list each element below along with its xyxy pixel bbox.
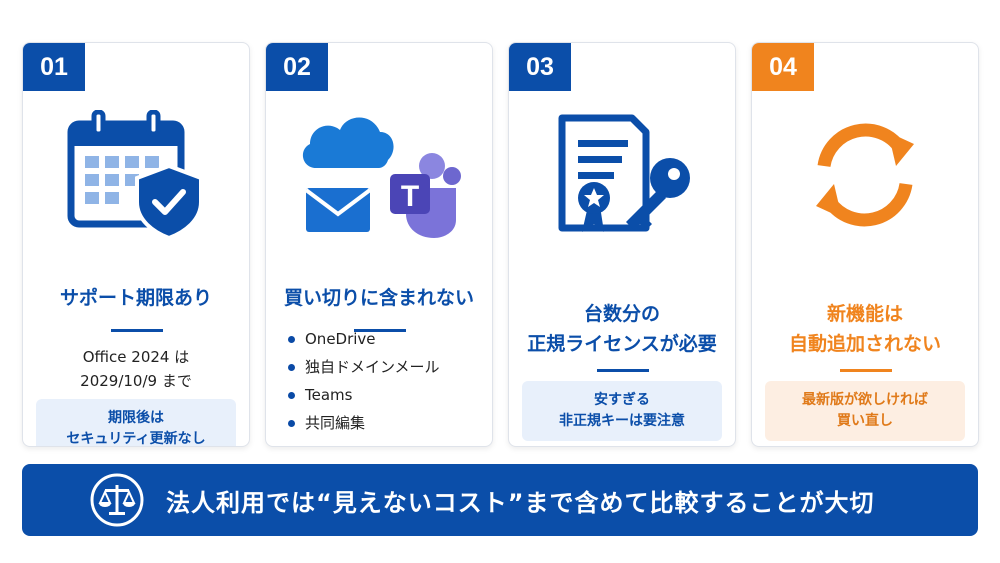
- svg-text:T: T: [401, 180, 419, 213]
- note-line: 非正規キーは要注意: [559, 413, 685, 429]
- summary-banner: 法人利用では“見えないコスト”まで含めて比較することが大切: [22, 464, 978, 536]
- refresh-icon: [752, 105, 978, 245]
- bullet-list: OneDrive 独自ドメインメール Teams 共同編集: [288, 325, 440, 437]
- note-box: 安すぎる 非正規キーは要注意: [522, 381, 722, 441]
- bullet-dot: [288, 363, 295, 371]
- bullet-dot: [288, 419, 295, 427]
- note-box: 最新版が欲しければ 買い直し: [765, 381, 965, 441]
- card-number-badge: 02: [266, 43, 328, 91]
- note-line: 安すぎる: [594, 392, 650, 408]
- title-underline: [597, 369, 649, 372]
- note-box: 期限後は セキュリティ更新なし: [36, 399, 236, 447]
- title-line: 正規ライセンスが必要: [527, 333, 717, 355]
- note-line: 期限後は: [108, 410, 164, 426]
- list-item: Teams: [288, 381, 440, 409]
- note-line: 最新版が欲しければ: [802, 392, 928, 408]
- list-item-label: OneDrive: [305, 330, 376, 348]
- note-line: 買い直し: [837, 413, 893, 429]
- scales-icon: [90, 473, 144, 527]
- title-underline: [354, 329, 406, 332]
- card-body: Office 2024 は 2029/10/9 まで: [23, 345, 249, 393]
- certificate-key-icon: [509, 105, 735, 245]
- title-line: 台数分の: [583, 303, 660, 325]
- list-item-label: Teams: [305, 386, 353, 404]
- list-item: OneDrive: [288, 325, 440, 353]
- card-title: 買い切りに含まれない: [283, 287, 474, 309]
- card-number-badge: 03: [509, 43, 571, 91]
- bullet-dot: [288, 335, 295, 343]
- calendar-shield-icon: [23, 105, 249, 245]
- title-underline: [840, 369, 892, 372]
- card-support-period: 01 サポート期限あり Office 2024 は 2029/10/9 まで 期…: [22, 42, 250, 447]
- card-number-badge: 04: [752, 43, 814, 91]
- card-new-features: 04 新機能は 自動追加されない 最新版が欲しければ 買い直し: [751, 42, 979, 447]
- list-item: 独自ドメインメール: [288, 353, 440, 381]
- title-underline: [111, 329, 163, 332]
- body-line: 2029/10/9 まで: [80, 372, 192, 390]
- title-line: 新機能は: [826, 303, 903, 325]
- title-line: 自動追加されない: [788, 333, 941, 355]
- list-item-label: 共同編集: [305, 414, 366, 432]
- cloud-mail-teams-icon: T: [266, 105, 492, 245]
- card-title: 台数分の 正規ライセンスが必要: [509, 299, 735, 359]
- bullet-dot: [288, 391, 295, 399]
- card-not-included: 02 T 買い切りに含まれない OneDrive 独自ドメインメール Teams…: [265, 42, 493, 447]
- card-license: 03 台数分の 正規ライセンスが必要 安すぎる 非正規キーは要注意: [508, 42, 736, 447]
- card-title: サポート期限あり: [59, 287, 212, 309]
- list-item: 共同編集: [288, 409, 440, 437]
- card-number-badge: 01: [23, 43, 85, 91]
- banner-message: 法人利用では“見えないコスト”まで含めて比較することが大切: [166, 488, 875, 517]
- list-item-label: 独自ドメインメール: [305, 358, 440, 376]
- body-line: Office 2024 は: [82, 348, 190, 366]
- note-line: セキュリティ更新なし: [66, 431, 206, 447]
- card-title: 新機能は 自動追加されない: [752, 299, 978, 359]
